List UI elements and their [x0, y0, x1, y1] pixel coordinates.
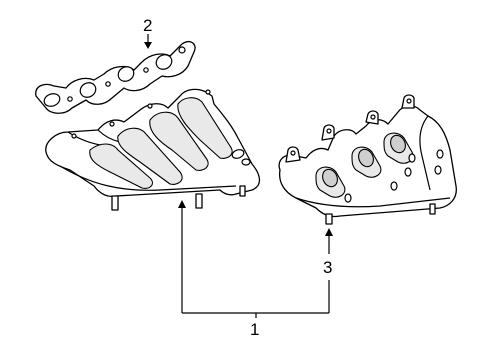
arrowhead-1-left [178, 200, 186, 208]
right-exhaust-manifold [278, 94, 457, 225]
callout-3: 3 [323, 258, 332, 277]
callout-1: 1 [250, 320, 259, 339]
exhaust-manifold-gasket [35, 40, 196, 114]
arrowhead-2 [144, 42, 152, 49]
manifold-stud [325, 213, 333, 225]
arrowhead-3 [325, 228, 333, 236]
callout-2: 2 [143, 16, 152, 35]
left-exhaust-manifold [45, 88, 261, 211]
